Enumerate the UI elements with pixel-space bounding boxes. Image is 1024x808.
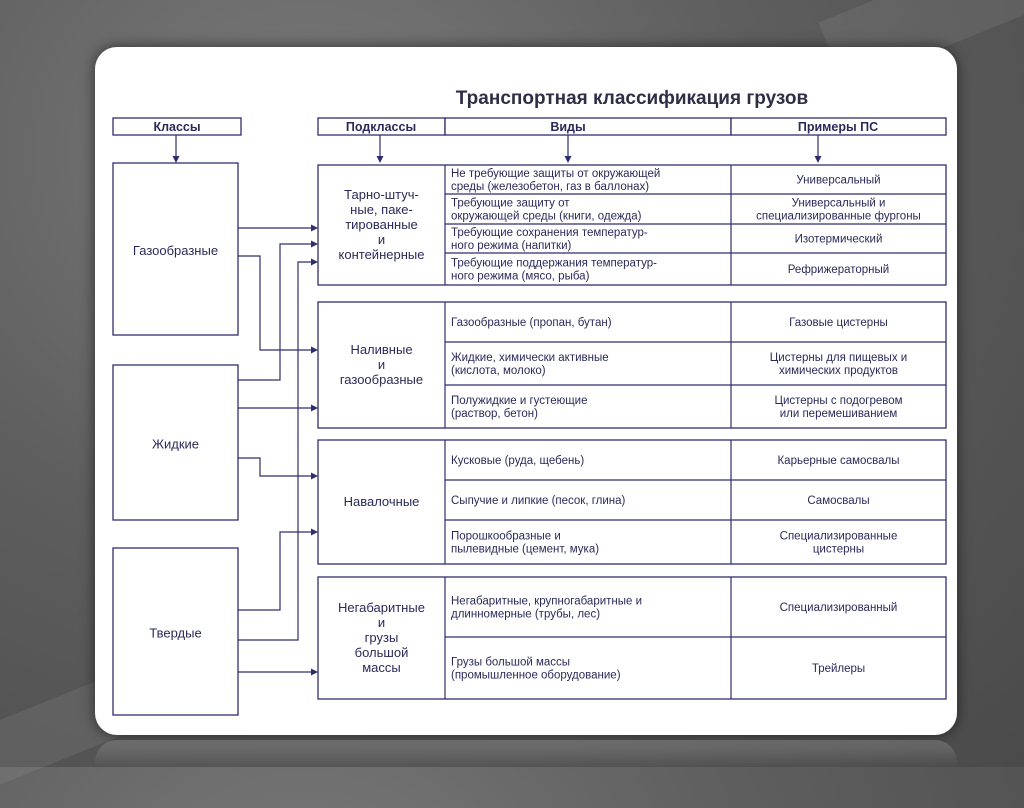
subclass-label: Навалочные [344,494,420,509]
kind-label: среды (железобетон, газ в баллонах) [451,181,649,193]
example-label: Газовые цистерны [789,317,888,329]
subclass-label: Негабаритные [338,600,425,615]
kind-label: Жидкие, химически активные [451,352,609,364]
class-box [112,547,239,716]
arrow-head [311,240,318,248]
example-label: Самосвалы [807,495,869,507]
subclass-label: тированные [345,217,418,232]
kind-label: (промышленное оборудование) [451,670,621,682]
diagram-title: Транспортная классификация грузов [456,88,808,109]
class-label: Газообразные [133,243,218,258]
arrow-head [311,346,318,354]
slide-reflection [95,740,957,767]
header-kinds-box [444,117,732,136]
kind-label: (кислота, молоко) [451,365,546,377]
example-label: Трейлеры [812,663,865,675]
kind-label: Требующие сохранения температур- [451,227,648,239]
classification-diagram: Транспортная классификация грузов Классы… [112,88,947,716]
example-label: Специализированный [780,602,898,614]
kind-label: Порошкообразные и [451,531,561,543]
subclass-label: ные, паке- [350,202,413,217]
kind-label: Кусковые (руда, щебень) [451,455,584,467]
kind-label: Грузы большой массы [451,657,570,669]
example-label: Рефрижераторный [788,264,889,276]
arrow-head [564,156,572,163]
arrow-head [311,668,318,676]
connector-line [238,243,311,381]
arrow-head [311,224,318,232]
example-label: Универсальный и [792,198,886,210]
example-label: химических продуктов [779,365,898,377]
subclass-label: и [378,357,385,372]
connector-line [238,255,311,351]
subclass-label: Тарно-штуч- [344,187,419,202]
subclass-label: и [378,232,385,247]
groups-table: Тарно-штуч-ные, паке-тированныеиконтейне… [317,164,947,700]
kind-label: Полужидкие и густеющие [451,395,588,407]
kind-label: Газообразные (пропан, бутан) [451,317,612,329]
kind-label: Требующие поддержания температур- [451,258,657,270]
kind-label: длинномерные (трубы, лес) [451,609,600,621]
arrow-head [376,156,384,163]
kind-label: Требующие защиту от [451,198,570,210]
subclass-label: контейнерные [339,247,425,262]
example-label: цистерны [813,544,864,556]
kind-label: Негабаритные, крупногабаритные и [451,596,642,608]
class-label: Жидкие [152,437,199,452]
subclass-label: Наливные [350,342,412,357]
header-classes-box [112,117,242,136]
kind-label: пылевидные (цемент, мука) [451,544,599,556]
class-label: Твердые [149,626,201,641]
kind-label: (раствор, бетон) [451,408,538,420]
class-box [112,364,239,521]
header-examples-box [730,117,947,136]
example-label: Изотермический [795,234,883,246]
example-label: Цистерны для пищевых и [770,352,907,364]
example-label: или перемешиванием [780,408,898,420]
kind-label: окружающей среды (книги, одежда) [451,211,642,223]
arrow-head [311,472,318,480]
subclass-label: грузы [365,630,399,645]
subclass-label: массы [362,660,401,675]
arrow-head [172,156,180,163]
example-label: специализированные фургоны [756,211,921,223]
group-frame [317,576,947,700]
arrow-head [311,258,318,266]
example-label: Цистерны с подогревом [774,395,902,407]
group-frame [317,301,947,429]
connector-line [238,457,311,477]
connector-line [238,261,311,641]
group-frame [317,439,947,565]
group-frame [317,164,947,286]
arrow-head [311,404,318,412]
connector-line [238,531,311,611]
subclass-label: и [378,615,385,630]
header-classes: Классы [153,120,200,134]
example-label: Универсальный [796,175,880,187]
subclass-label: большой [355,645,409,660]
kind-label: ного режима (напитки) [451,240,572,252]
header-examples: Примеры ПС [798,120,878,134]
class-box [112,162,239,336]
header-kinds: Виды [550,120,585,134]
subclass-label: газообразные [340,372,423,387]
connector-lines [172,135,822,676]
header-subclasses: Подклассы [346,120,416,134]
example-label: Карьерные самосвалы [777,455,899,467]
arrow-head [311,528,318,536]
kind-label: Сыпучие и липкие (песок, глина) [451,495,626,507]
kind-label: ного режима (мясо, рыба) [451,271,590,283]
arrow-head [814,156,822,163]
kind-label: Не требующие защиты от окружающей [451,168,660,180]
example-label: Специализированные [780,531,898,543]
